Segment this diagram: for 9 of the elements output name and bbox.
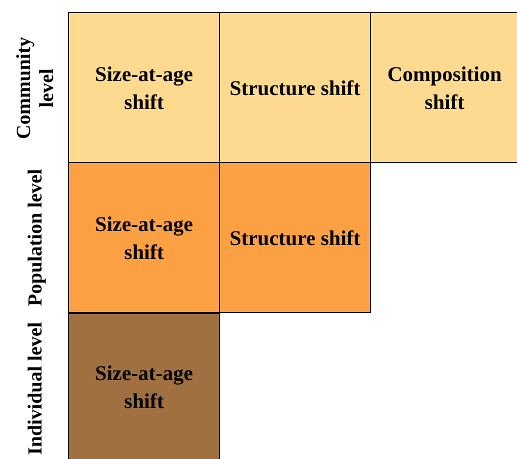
matrix-cell: Size-at-age shift: [68, 12, 220, 163]
row-label: Individual level: [24, 321, 48, 457]
matrix-cell: Structure shift: [219, 162, 371, 313]
row-label: Community level: [13, 35, 59, 141]
matrix-cell: Composition shift: [370, 12, 517, 163]
matrix-cell: Size-at-age shift: [68, 162, 220, 313]
row-label: Population level: [24, 168, 48, 308]
matrix-cell: Size-at-age shift: [68, 313, 220, 459]
matrix-cell: Structure shift: [219, 12, 371, 163]
